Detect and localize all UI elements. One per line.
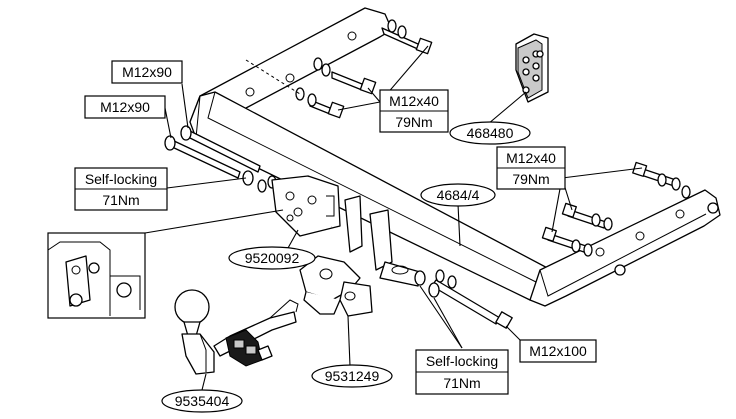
label-torque-79-right-text: 79Nm	[512, 171, 549, 187]
label-m12x100: M12x100	[519, 339, 597, 363]
m12x100-bolt-icon	[414, 269, 513, 329]
label-9535404: 9535404	[161, 389, 243, 413]
bracket-icon	[271, 175, 341, 237]
label-9535404-text: 9535404	[175, 393, 230, 409]
label-m12x90-top-text: M12x90	[122, 64, 172, 80]
upper-bolts-icon	[245, 19, 433, 119]
socket-icon	[299, 255, 373, 317]
label-m12x90-left-text: M12x90	[100, 99, 150, 115]
label-m12x90-top: M12x90	[111, 60, 183, 84]
label-m12x90-left: M12x90	[84, 95, 166, 119]
label-9520092: 9520092	[228, 246, 316, 270]
label-m12x40-right-text: M12x40	[506, 150, 556, 166]
label-m12x100-text: M12x100	[529, 343, 587, 359]
label-9531249-text: 9531249	[325, 368, 380, 384]
right-bolts-icon	[541, 161, 691, 257]
label-m12x40-right: M12x40 79Nm	[496, 146, 566, 190]
label-torque-79-upper-text: 79Nm	[395, 114, 432, 130]
detail-inset-icon	[47, 209, 284, 319]
label-9520092-text: 9520092	[245, 250, 300, 266]
label-self-locking-bottom: Self-locking 71Nm	[415, 349, 509, 395]
label-self-locking-left: Self-locking 71Nm	[74, 167, 168, 211]
leader-lines	[164, 45, 643, 391]
label-m12x40-upper-text: M12x40	[389, 93, 439, 109]
label-self-locking-left-text: Self-locking	[85, 171, 157, 187]
label-9531249: 9531249	[311, 364, 393, 388]
label-torque-71-bottom-text: 71Nm	[443, 375, 480, 391]
crossbar-icon	[189, 7, 721, 307]
label-m12x40-upper: M12x40 79Nm	[379, 89, 449, 133]
plate-icon	[515, 33, 549, 103]
label-4684-4: 4684/4	[420, 183, 496, 207]
label-468480-text: 468480	[467, 125, 514, 141]
label-468480: 468480	[449, 121, 531, 145]
label-torque-71-left-text: 71Nm	[102, 192, 139, 208]
label-self-locking-bottom-text: Self-locking	[426, 353, 498, 369]
ball-icon	[174, 289, 299, 375]
label-4684-4-text: 4684/4	[437, 187, 480, 203]
